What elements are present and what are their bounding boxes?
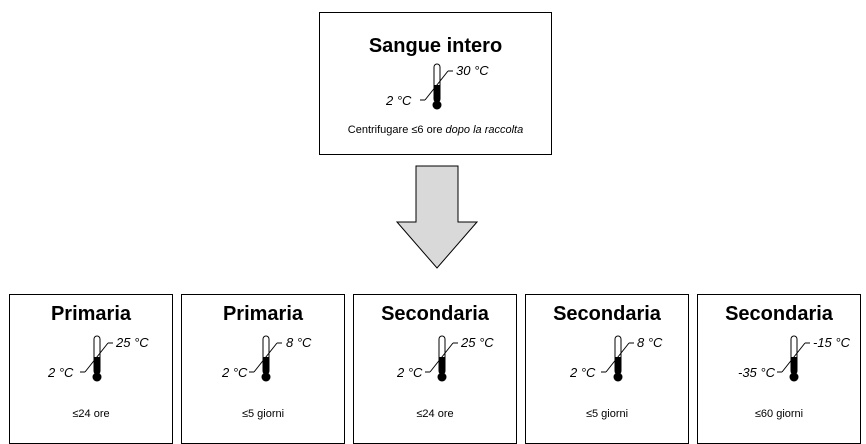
storage-duration: ≤24 ore <box>72 408 110 420</box>
thermometer-icon <box>249 335 282 382</box>
whole-blood-box: Sangue intero 30 °C 2 °C Centrifugare ≤6… <box>319 12 552 155</box>
storage-max-temp: 25 °C <box>461 335 494 350</box>
storage-box: Primaria 8 °C 2 °C ≤5 giorni <box>181 294 345 444</box>
storage-min-temp: 2 °C <box>397 365 423 380</box>
storage-duration: ≤5 giorni <box>241 408 285 420</box>
thermometer-icon <box>420 63 453 110</box>
storage-min-temp: 2 °C <box>222 365 248 380</box>
thermometer-icon <box>601 335 634 382</box>
storage-min-temp: -35 °C <box>738 365 775 380</box>
storage-box: Secondaria 8 °C 2 °C ≤5 giorni <box>525 294 689 444</box>
storage-max-temp: 25 °C <box>116 335 149 350</box>
thermometer-icon <box>80 335 113 382</box>
storage-box: Primaria 25 °C 2 °C ≤24 ore <box>9 294 173 444</box>
storage-duration: ≤5 giorni <box>585 408 629 420</box>
storage-duration: ≤24 ore <box>416 408 454 420</box>
storage-max-temp: -15 °C <box>813 335 850 350</box>
down-arrow-icon <box>396 165 478 269</box>
whole-blood-max-temp: 30 °C <box>456 63 489 78</box>
whole-blood-min-temp: 2 °C <box>386 93 412 108</box>
whole-blood-note: Centrifugare ≤6 ore dopo la raccolta <box>320 124 551 136</box>
storage-title: Primaria <box>50 303 132 325</box>
whole-blood-note-text: Centrifugare ≤6 ore <box>347 124 443 136</box>
storage-box: Secondaria -15 °C -35 °C ≤60 giorni <box>697 294 861 444</box>
storage-box: Secondaria 25 °C 2 °C ≤24 ore <box>353 294 517 444</box>
storage-max-temp: 8 °C <box>286 335 312 350</box>
storage-max-temp: 8 °C <box>637 335 663 350</box>
storage-duration: ≤60 giorni <box>754 408 804 420</box>
storage-min-temp: 2 °C <box>48 365 74 380</box>
storage-title: Secondaria <box>553 303 661 325</box>
storage-title: Secondaria <box>381 303 489 325</box>
storage-title: Secondaria <box>725 303 833 325</box>
thermometer-icon <box>777 335 810 382</box>
thermometer-icon <box>425 335 458 382</box>
storage-title: Primaria <box>222 303 304 325</box>
whole-blood-note-emphasis: dopo la raccolta <box>445 124 524 136</box>
whole-blood-title: Sangue intero <box>368 35 503 57</box>
storage-min-temp: 2 °C <box>570 365 596 380</box>
